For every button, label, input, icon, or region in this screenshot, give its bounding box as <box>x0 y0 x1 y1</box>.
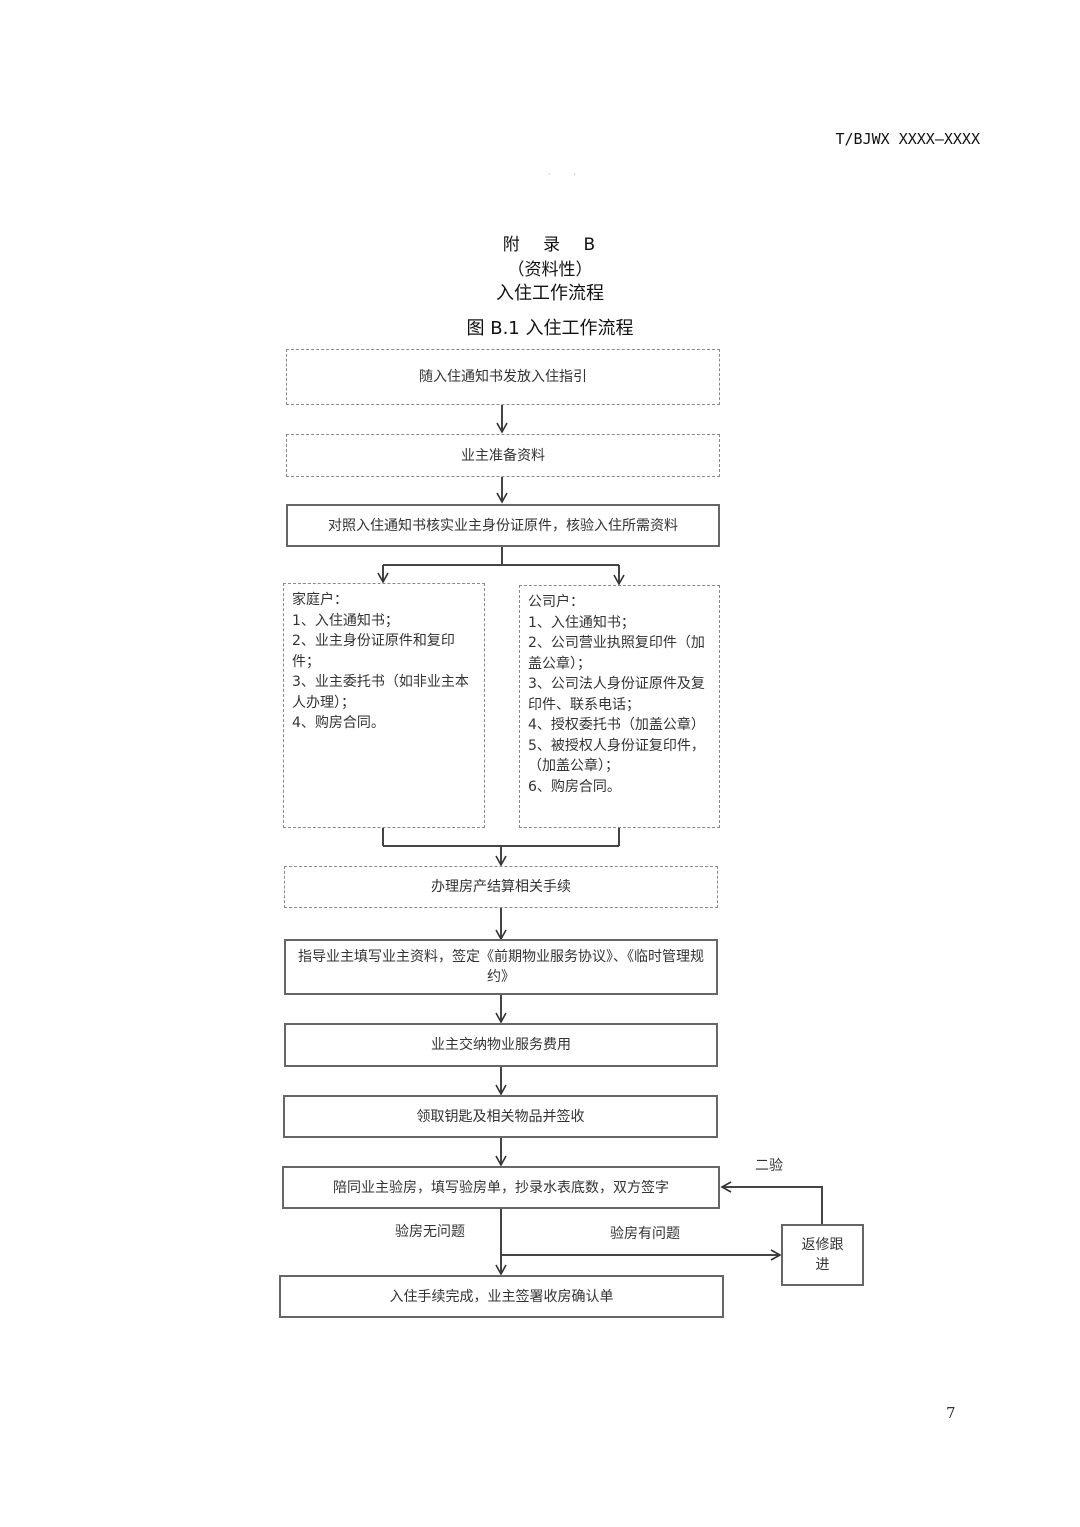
household-item: 3、业主委托书（如非业主本人办理）； <box>292 674 469 711</box>
household-item: 4、购房合同。 <box>292 715 385 731</box>
standard-code: T/BJWX XXXX—XXXX <box>835 130 981 148</box>
company-item: 5、被授权人身份证复印件，（加盖公章）； <box>528 737 705 775</box>
flow-step-house-inspection: 陪同业主验房，填写验房单，抄录水表底数，双方签字 <box>282 1166 720 1209</box>
household-item: 2、业主身份证原件和复印件； <box>292 633 455 670</box>
step-text: 陪同业主验房，填写验房单，抄录水表底数，双方签字 <box>333 1179 669 1196</box>
company-item: 4、授权委托书（加盖公章） <box>528 717 705 733</box>
step-text: 返修跟进 <box>801 1237 844 1273</box>
household-requirements-box: 家庭户： 1、入住通知书； 2、业主身份证原件和复印件； 3、业主委托书（如非业… <box>283 583 485 828</box>
appendix-nature: （资料性） <box>507 260 593 280</box>
step-text: 业主准备资料 <box>461 447 545 464</box>
label-no-problem: 验房无问题 <box>395 1221 465 1241</box>
step-text: 办理房产结算相关手续 <box>431 879 571 895</box>
step-text: 入住手续完成，业主签署收房确认单 <box>389 1288 614 1305</box>
step-text: 指导业主填写业主资料，签定《前期物业服务协议》、《临时管理规约》 <box>298 949 704 985</box>
household-item: 1、入住通知书； <box>292 612 399 629</box>
company-item: 6、购房合同。 <box>528 778 621 795</box>
step-text: 对照入住通知书核实业主身份证原件，核验入住所需资料 <box>328 517 678 534</box>
company-requirements-box: 公司户： 1、入住通知书； 2、公司营业执照复印件（加盖公章）； 3、公司法人身… <box>519 585 720 828</box>
company-item: 2、公司营业执照复印件（加盖公章）； <box>528 635 705 672</box>
step-text: 业主交纳物业服务费用 <box>431 1037 571 1053</box>
label-has-problem: 验房有问题 <box>610 1223 680 1243</box>
flow-step-issue-guide: 随入住通知书发放入住指引 <box>286 349 720 405</box>
label-second-check: 二验 <box>755 1155 783 1175</box>
flow-step-sign-agreements: 指导业主填写业主资料，签定《前期物业服务协议》、《临时管理规约》 <box>284 939 718 995</box>
figure-caption: 图 B.1 入住工作流程 <box>466 318 634 339</box>
appendix-heading: 附 录 B <box>502 235 598 255</box>
flow-step-owner-prepare: 业主准备资料 <box>286 434 720 477</box>
repair-followup-box: 返修跟进 <box>781 1224 864 1286</box>
step-text: 随入住通知书发放入住指引 <box>419 369 587 385</box>
arrow-second-check <box>720 1181 823 1224</box>
flow-step-verify-documents: 对照入住通知书核实业主身份证原件，核验入住所需资料 <box>286 504 720 547</box>
flow-step-checkin-complete: 入住手续完成，业主签署收房确认单 <box>279 1275 724 1318</box>
page-number: 7 <box>946 1404 956 1422</box>
flow-step-pay-fees: 业主交纳物业服务费用 <box>284 1023 718 1067</box>
step-text: 领取钥匙及相关物品并签收 <box>416 1108 585 1125</box>
appendix-title: 入住工作流程 <box>496 283 604 304</box>
flow-step-property-settlement: 办理房产结算相关手续 <box>284 866 718 908</box>
flow-step-collect-keys: 领取钥匙及相关物品并签收 <box>283 1095 718 1138</box>
household-title: 家庭户： <box>292 592 348 608</box>
company-item: 1、入住通知书； <box>528 614 635 631</box>
company-item: 3、公司法人身份证原件及复印件、联系电话； <box>528 676 705 713</box>
company-title: 公司户： <box>528 594 584 610</box>
decorative-dots: · · <box>548 170 586 179</box>
